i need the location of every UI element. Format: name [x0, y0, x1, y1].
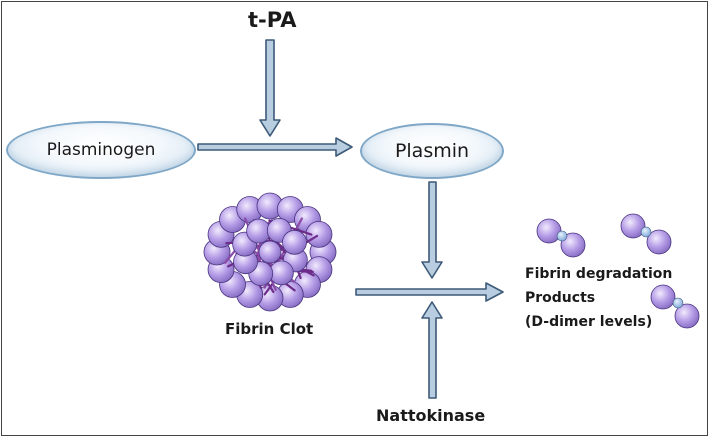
nattokinase-label: Nattokinase: [376, 406, 486, 425]
d-dimer-molecule-2: [620, 213, 672, 255]
arrow-clot-to-products: [355, 282, 504, 302]
fibrin-sphere: [305, 220, 333, 248]
products-label-line1: Fibrin degradation: [525, 266, 673, 282]
products-label-line2: Products: [525, 290, 596, 306]
fibrin-clot-label: Fibrin Clot: [225, 320, 314, 338]
arrow-nattokinase-up: [421, 301, 443, 399]
d-dimer-molecule-1: [536, 218, 586, 258]
arrow-plasmin-down: [421, 181, 443, 279]
arrow-tpa-down: [259, 39, 281, 137]
fibrin-sphere: [258, 240, 282, 264]
fibrin-clot-illustration: [203, 192, 337, 312]
tpa-label: t-PA: [248, 8, 297, 32]
plasmin-label: Plasmin: [394, 140, 470, 162]
products-label-line3: (D-dimer levels): [525, 314, 653, 330]
plasmin-node: Plasmin: [360, 123, 504, 179]
arrow-plasminogen-to-plasmin: [197, 137, 353, 157]
fibrin-sphere: [282, 229, 307, 255]
plasminogen-node: Plasminogen: [6, 121, 196, 179]
d-dimer-molecule-3: [650, 284, 700, 329]
plasminogen-label: Plasminogen: [46, 140, 156, 160]
